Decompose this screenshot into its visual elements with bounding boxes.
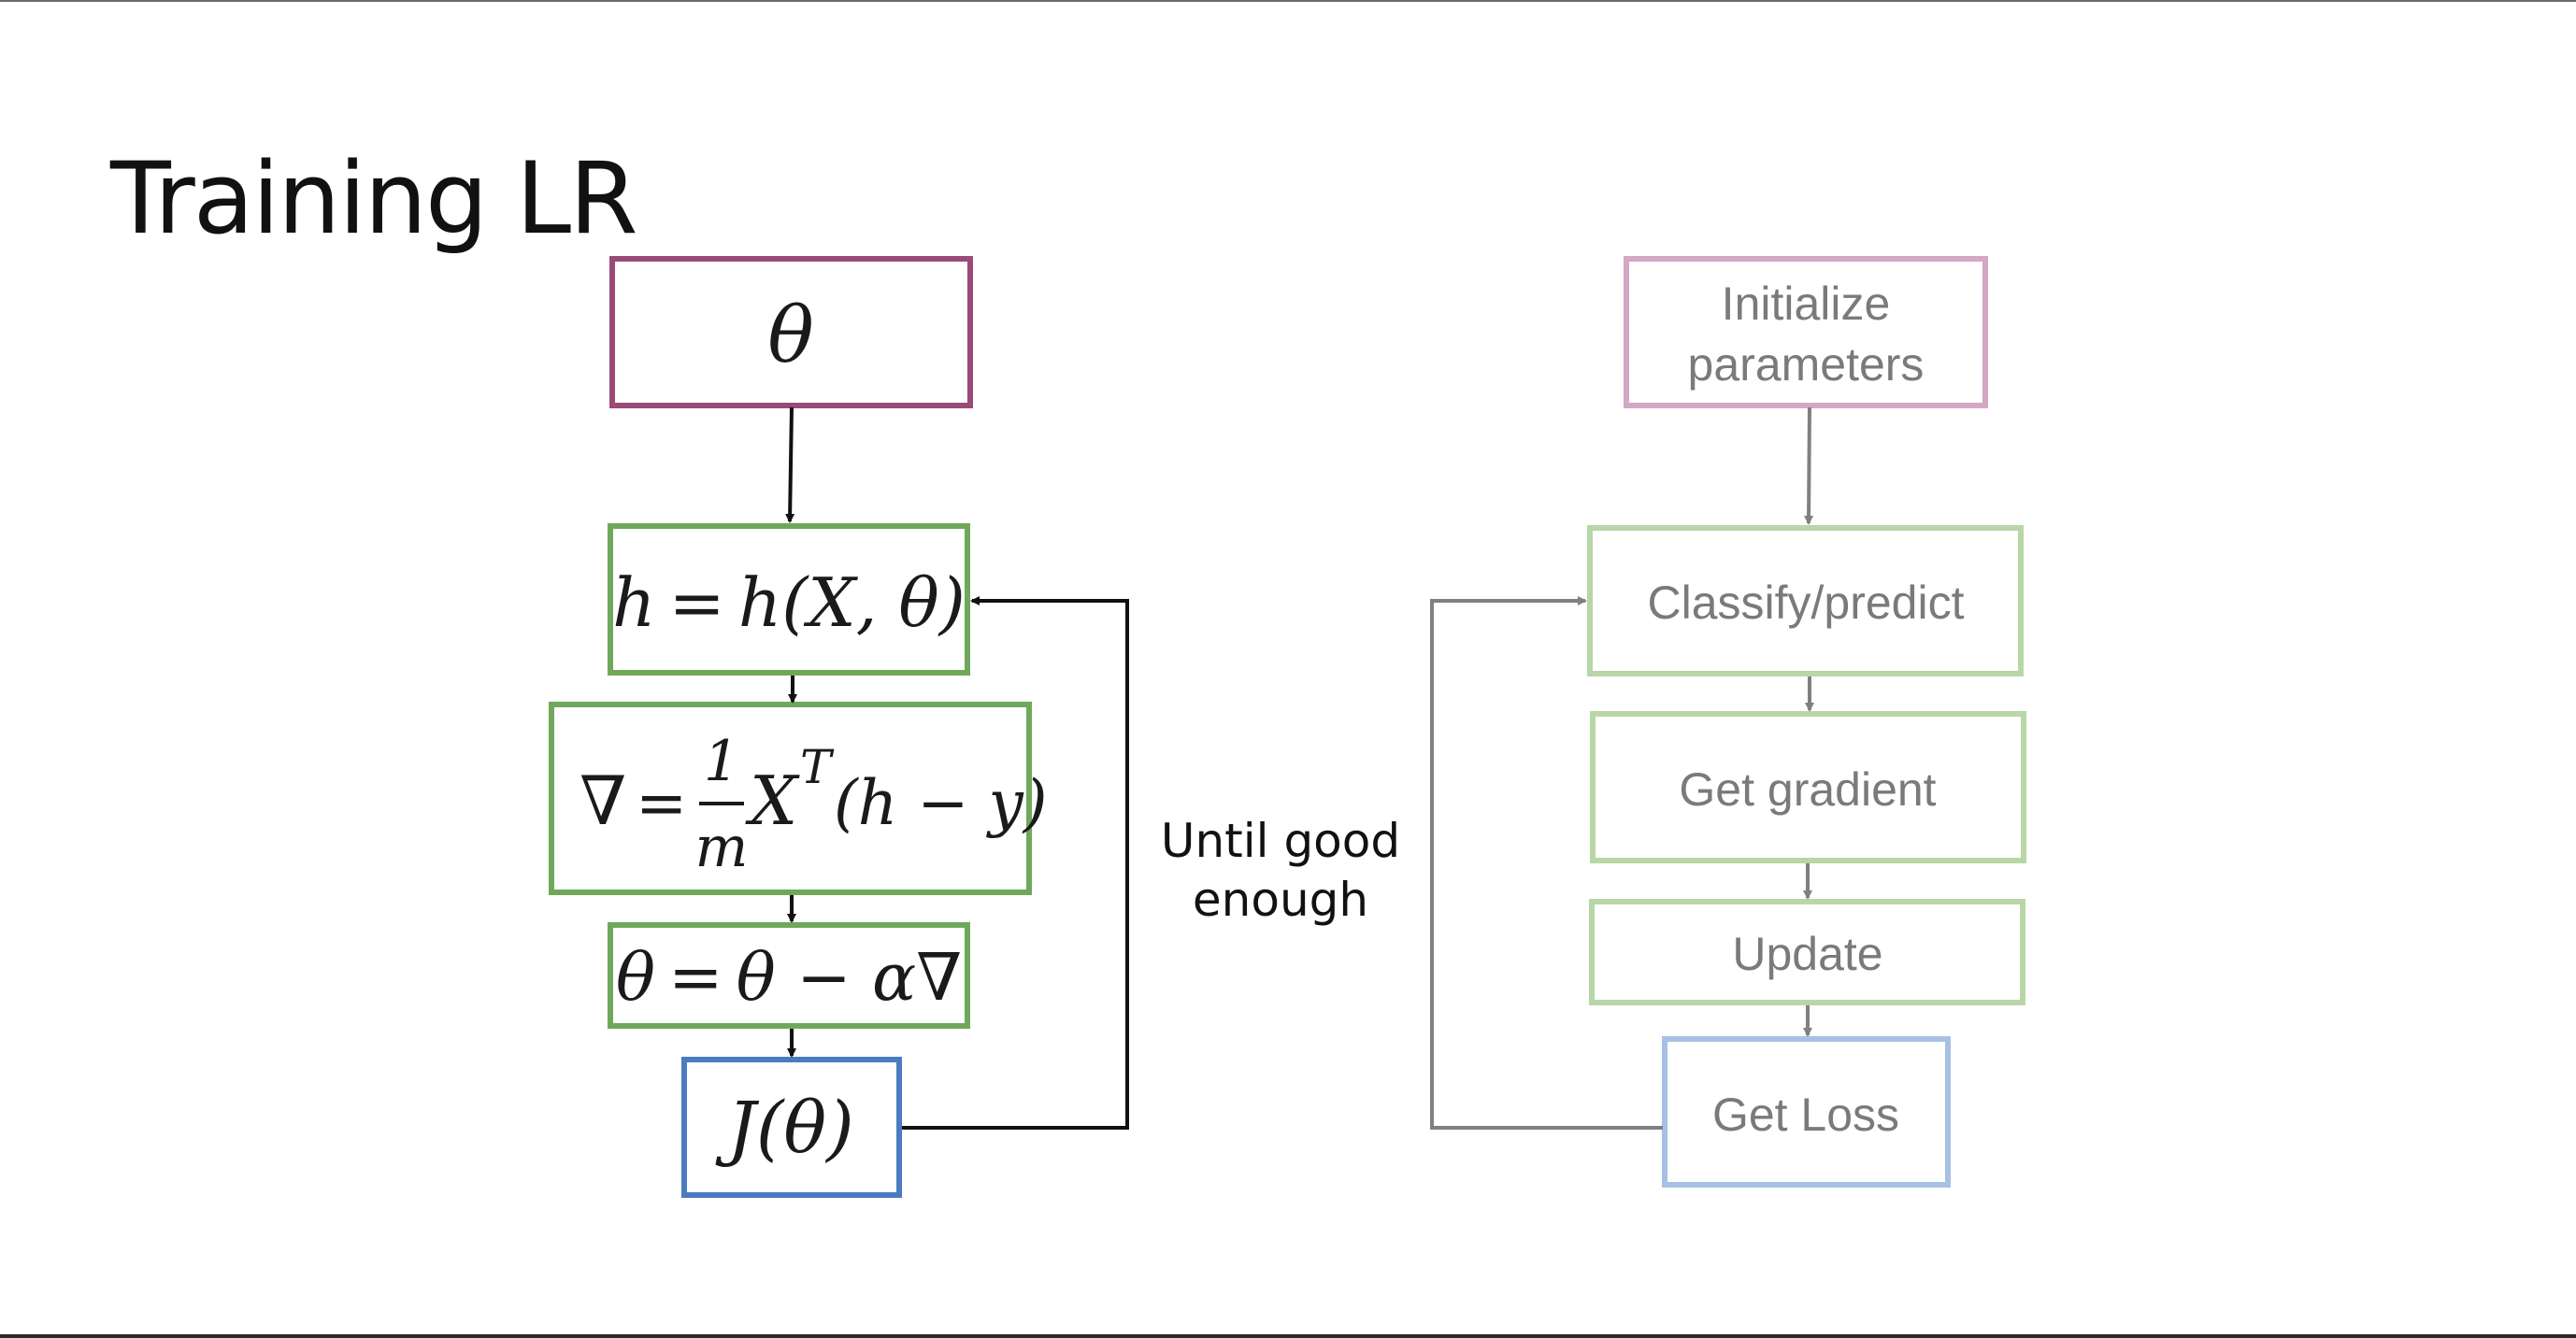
theta-symbol: θ bbox=[767, 292, 813, 380]
get-gradient-label: Get gradient bbox=[1679, 763, 1936, 816]
loop-arrow-loss-to-classify bbox=[1430, 596, 1663, 1130]
slide-title: Training LR bbox=[110, 141, 638, 256]
initialize-line2: parameters bbox=[1688, 338, 1925, 391]
update-word-node: Update bbox=[1589, 899, 2025, 1005]
update-lhs: θ bbox=[616, 939, 655, 1016]
loss-node: J(θ) bbox=[681, 1057, 902, 1198]
gradient-transpose: T bbox=[800, 740, 835, 794]
gradient-equals: = bbox=[636, 767, 687, 839]
initialize-line1: Initialize bbox=[1722, 278, 1891, 330]
get-loss-node: Get Loss bbox=[1662, 1036, 1951, 1188]
hypothesis-node: h=h(X, θ) bbox=[608, 523, 970, 676]
loop-note-line1: Until good bbox=[1161, 814, 1400, 868]
loss-box bbox=[681, 1057, 902, 1198]
hypothesis-equals: = bbox=[669, 563, 725, 642]
update-node: θ=θ − α∇ bbox=[608, 922, 970, 1029]
hypothesis-box bbox=[608, 523, 970, 676]
get-gradient-node: Get gradient bbox=[1590, 711, 2026, 863]
update-word-label: Update bbox=[1732, 928, 1882, 980]
word-flowchart: Initialize parameters Classify/predict G… bbox=[1430, 256, 2026, 1188]
slide-bottom-border bbox=[0, 1334, 2576, 1338]
hypothesis-rhs: h(X, θ) bbox=[738, 563, 966, 642]
loop-arrow-loss-to-hypothesis bbox=[902, 596, 1129, 1130]
update-word-box bbox=[1589, 899, 2025, 1005]
get-loss-box bbox=[1662, 1036, 1951, 1188]
gradient-numerator: 1 bbox=[704, 729, 739, 794]
initialize-node: Initialize parameters bbox=[1624, 256, 1988, 408]
theta-box bbox=[609, 256, 973, 408]
hypothesis-lhs: h bbox=[612, 563, 655, 642]
gradient-x: X bbox=[745, 762, 800, 840]
classify-label: Classify/predict bbox=[1648, 576, 1965, 629]
get-gradient-box bbox=[1590, 711, 2026, 863]
update-box bbox=[608, 922, 970, 1029]
classify-box bbox=[1587, 525, 2024, 676]
gradient-node: ∇ = 1 m X T (h − y) bbox=[549, 702, 1048, 895]
hypothesis-formula: h=h(X, θ) bbox=[612, 563, 966, 642]
get-loss-label: Get Loss bbox=[1712, 1089, 1899, 1141]
gradient-denominator: m bbox=[695, 815, 749, 880]
update-formula: θ=θ − α∇ bbox=[616, 939, 962, 1016]
math-flowchart: θ h=h(X, θ) ∇ = 1 m X T (h − y) bbox=[549, 256, 1129, 1198]
loop-note-line2: enough bbox=[1193, 873, 1368, 927]
update-rhs: θ − α∇ bbox=[737, 939, 962, 1016]
classify-node: Classify/predict bbox=[1587, 525, 2024, 676]
arrow-initialize-to-classify bbox=[1804, 406, 1814, 525]
gradient-lhs: ∇ bbox=[580, 762, 626, 840]
gradient-box bbox=[549, 702, 1032, 895]
update-equals: = bbox=[668, 939, 723, 1016]
gradient-tail: (h − y) bbox=[834, 767, 1048, 839]
loop-note: Until good enough bbox=[1161, 814, 1400, 927]
arrow-theta-to-hypothesis bbox=[785, 406, 795, 523]
initialize-box bbox=[1624, 256, 1988, 408]
theta-node: θ bbox=[609, 256, 973, 408]
loss-symbol: J(θ) bbox=[715, 1086, 854, 1169]
